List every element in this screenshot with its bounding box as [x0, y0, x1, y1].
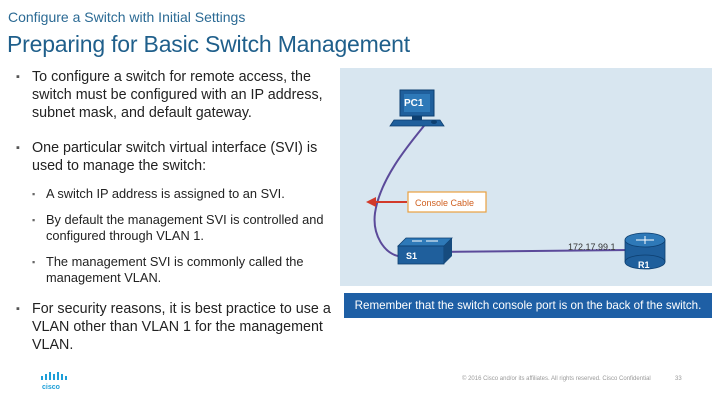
- bullet-security: For security reasons, it is best practic…: [14, 300, 336, 354]
- subbullet-vlan1: By default the management SVI is control…: [14, 212, 336, 244]
- page-number: 33: [675, 376, 682, 382]
- subbullet-management-vlan: The management SVI is commonly called th…: [14, 254, 336, 286]
- bullet-remote-access: To configure a switch for remote access,…: [14, 68, 336, 122]
- pc-icon: [389, 89, 445, 127]
- footer-copyright: © 2016 Cisco and/or its affiliates. All …: [462, 376, 651, 382]
- ethernet-link: [429, 249, 631, 253]
- switch-icon: [397, 237, 453, 265]
- bullet-svi: One particular switch virtual interface …: [14, 139, 336, 175]
- slide-title: Preparing for Basic Switch Management: [7, 31, 410, 57]
- bullet-list: To configure a switch for remote access,…: [14, 68, 336, 354]
- console-cable-label: Console Cable: [415, 198, 474, 208]
- caption-banner: Remember that the switch console port is…: [344, 293, 712, 318]
- router-icon: [624, 232, 666, 270]
- arrow-icon: [366, 197, 407, 207]
- topology-svg: PC1 Console Cable S1 R1 172.17.99.1: [366, 89, 666, 270]
- slide-subtitle: Configure a Switch with Initial Settings: [8, 9, 246, 25]
- ip-address-label: 172.17.99.1: [568, 242, 616, 252]
- router-label: R1: [638, 260, 650, 270]
- logo-text: cisco: [42, 384, 60, 390]
- console-cable: [373, 120, 429, 257]
- topology-diagram: PC1 Console Cable S1 R1 172.17.99.1: [340, 68, 712, 286]
- cisco-logo-icon: cisco: [40, 372, 68, 395]
- switch-label: S1: [406, 251, 417, 261]
- subbullet-ip-address: A switch IP address is assigned to an SV…: [14, 186, 336, 202]
- pc-label: PC1: [404, 98, 424, 109]
